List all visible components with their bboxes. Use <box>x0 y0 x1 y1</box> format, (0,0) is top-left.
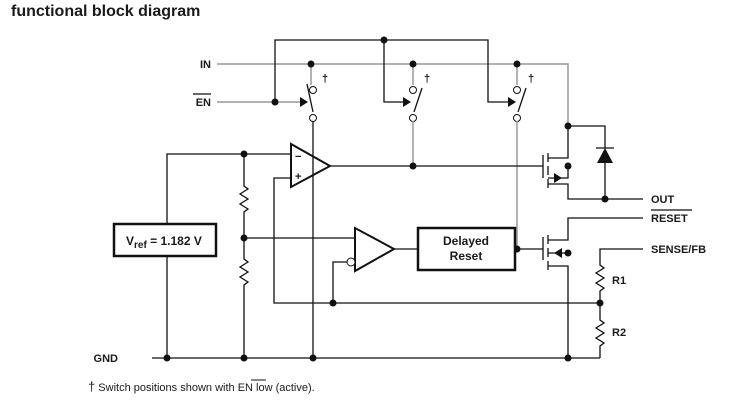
comp2-neg-wire <box>332 261 347 303</box>
switch-3-blade <box>517 87 527 113</box>
pin-out-label: OUT <box>651 194 675 206</box>
pass-fet-arrow-icon <box>554 173 562 183</box>
pin-en-label: EN <box>196 97 211 109</box>
in-rail <box>217 63 569 126</box>
switch-2-contact-top <box>409 86 417 94</box>
amp-minus-label: − <box>295 151 301 163</box>
switch-1-blade <box>306 83 314 113</box>
divider-top <box>238 154 250 358</box>
switch-1-dagger: † <box>322 73 328 85</box>
diode-bar <box>596 147 614 199</box>
pin-gnd-label: GND <box>94 353 119 365</box>
switch-3-actuator-icon <box>508 97 516 107</box>
reset-fet-wires <box>548 217 643 358</box>
switch-3-contact-bottom <box>513 114 521 122</box>
reset-comparator <box>354 226 397 273</box>
pin-sense-fb-label: SENSE/FB <box>651 244 706 256</box>
switch-2-blade <box>413 87 423 113</box>
footnote: † Switch positions shown with EN low (ac… <box>88 379 315 394</box>
switch-3-dagger: † <box>528 73 534 85</box>
switch-2-dagger: † <box>424 73 430 85</box>
pin-reset-label: RESET <box>651 213 688 225</box>
switch-2-actuator-icon <box>403 97 411 107</box>
en-bus <box>274 39 508 103</box>
reset-fet-arrow-icon <box>554 248 562 258</box>
switch-1-contact-top <box>309 86 317 94</box>
r2-label: R2 <box>612 327 626 339</box>
diagram-title: functional block diagram <box>11 3 201 20</box>
vref-top-wire <box>166 153 291 224</box>
switch-1-actuator-icon <box>300 97 308 107</box>
vref-label: Vref = 1.182 V <box>126 234 202 251</box>
diode-icon <box>597 148 613 163</box>
amp-plus-label: + <box>295 171 301 183</box>
vref-block <box>112 222 218 258</box>
error-amplifier <box>290 142 333 189</box>
sense-divider <box>594 248 643 358</box>
pin-in-label: IN <box>200 59 211 71</box>
switch-3-contact-top <box>513 86 521 94</box>
r1-label: R1 <box>612 275 626 287</box>
en-bus-mid <box>383 40 403 103</box>
junction-dots <box>163 36 609 362</box>
pass-fet-wires <box>548 125 643 200</box>
switch-2-contact-bottom <box>409 114 417 122</box>
switch-1-contact-bottom <box>309 114 317 122</box>
delayed-reset-block <box>416 226 517 272</box>
comparator-inverting-bubble <box>346 257 356 267</box>
amp-plus-wire <box>273 177 600 304</box>
delayed-reset-line1: Delayed <box>443 234 489 248</box>
delayed-reset-line2: Reset <box>450 249 483 263</box>
